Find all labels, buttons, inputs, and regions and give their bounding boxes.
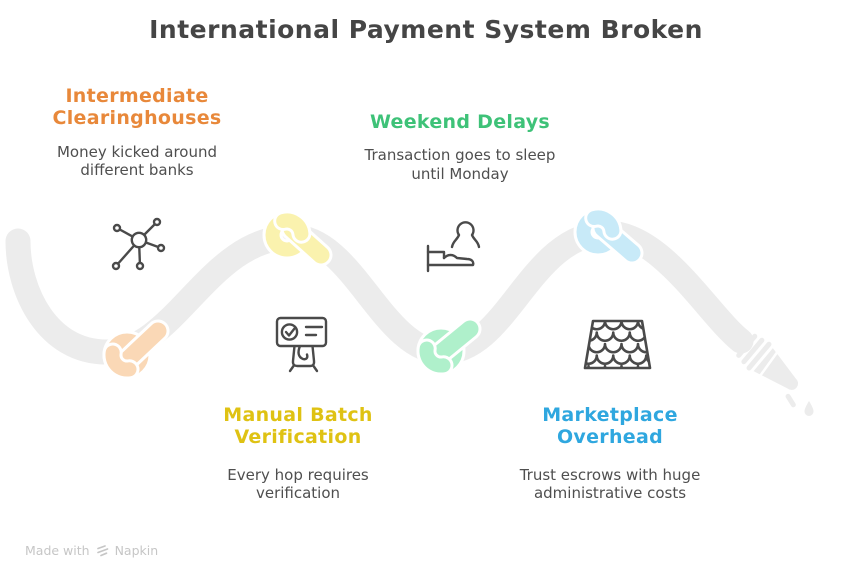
made-with-label: Made with	[25, 543, 90, 558]
knot-yellow-icon	[262, 210, 333, 267]
section-heading: Weekend Delays	[369, 111, 551, 133]
sleeping-person-bed-icon	[426, 221, 481, 273]
section-heading: Marketplace Overhead	[542, 404, 678, 449]
knot-orange-icon	[102, 319, 170, 380]
knot-blue-icon	[573, 207, 644, 265]
knot-green-icon	[416, 317, 482, 376]
section-heading: Intermediate Clearinghouses	[52, 85, 222, 130]
droplet-icon	[804, 401, 814, 416]
verification-card-icon	[275, 316, 328, 373]
network-hub-icon	[111, 217, 166, 271]
section-description: Every hop requires verification	[227, 465, 369, 503]
made-with-napkin-badge[interactable]: Made with Napkin	[25, 543, 158, 558]
brand-label: Napkin	[114, 543, 159, 558]
section-manual-batch-verification: Manual Batch Verification Every hop requ…	[203, 404, 393, 502]
napkin-logo-icon	[96, 545, 108, 557]
section-marketplace-overhead: Marketplace Overhead Trust escrows with …	[510, 404, 710, 502]
section-weekend-delays: Weekend Delays Transaction goes to sleep…	[350, 111, 570, 183]
page-title: International Payment System Broken	[149, 15, 703, 44]
section-description: Transaction goes to sleep until Monday	[364, 146, 556, 183]
section-intermediate-clearinghouses: Intermediate Clearinghouses Money kicked…	[28, 85, 246, 179]
frayed-rope-end-icon	[736, 333, 799, 408]
woven-basket-icon	[583, 319, 652, 370]
section-description: Trust escrows with huge administrative c…	[519, 465, 701, 503]
section-description: Money kicked around different banks	[56, 142, 217, 180]
section-heading: Manual Batch Verification	[223, 404, 373, 449]
